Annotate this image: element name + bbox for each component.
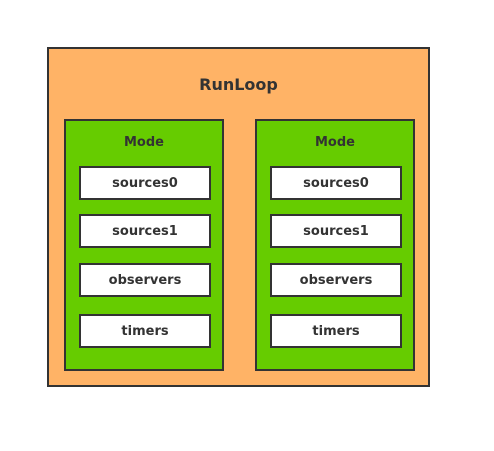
item-sources1: sources1 [270, 214, 402, 248]
item-sources0: sources0 [79, 166, 211, 200]
item-observers: observers [79, 263, 211, 297]
item-timers: timers [270, 314, 402, 348]
runloop-title: RunLoop [199, 75, 278, 94]
mode-title: Mode [315, 135, 355, 150]
item-timers: timers [79, 314, 211, 348]
mode-title: Mode [124, 135, 164, 150]
mode-box-1: Mode sources0 sources1 observers timers [64, 119, 224, 371]
item-observers: observers [270, 263, 402, 297]
mode-box-2: Mode sources0 sources1 observers timers [255, 119, 415, 371]
runloop-container: RunLoop Mode sources0 sources1 observers… [47, 47, 430, 387]
item-sources1: sources1 [79, 214, 211, 248]
item-sources0: sources0 [270, 166, 402, 200]
